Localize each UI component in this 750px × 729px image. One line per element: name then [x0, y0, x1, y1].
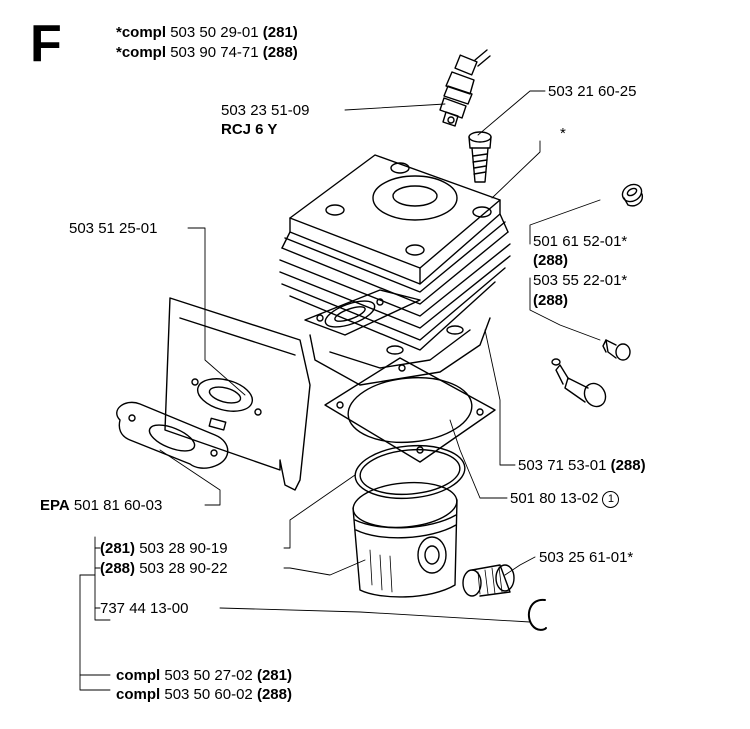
cylinder-mark: * — [560, 125, 566, 142]
spark-plug-drawing — [439, 49, 491, 127]
needle-bearing-drawing — [462, 564, 515, 597]
decompression-valve-label: 503 71 53-01 (288) — [518, 457, 646, 474]
circlip-part-number: 737 44 13-00 — [100, 600, 189, 617]
exhaust-gasket-label: EPA 501 81 60-03 — [40, 497, 163, 514]
compl-281-label: compl 503 50 27-02 (281) — [116, 667, 292, 684]
heat-shield-drawing — [164, 297, 311, 491]
piston-ring-drawing — [354, 444, 466, 500]
plug-drawing — [621, 183, 643, 207]
heat-shield-part-number: 503 51 25-01 — [69, 220, 158, 237]
header-line-1: *compl 503 50 29-01 (281) — [116, 24, 298, 41]
piston-281-label: (281) 503 28 90-19 — [100, 540, 228, 557]
section-letter: F — [30, 15, 62, 73]
leader-lines — [79, 90, 601, 691]
piston-288-label: (288) 503 28 90-22 — [100, 560, 228, 577]
needle-bearing-part-number: 503 25 61-01* — [539, 549, 634, 566]
screw-part-number: 503 21 60-25 — [548, 83, 637, 100]
circlip-drawing — [527, 598, 547, 631]
piston-drawing — [352, 481, 458, 598]
screw-drawing — [468, 131, 492, 183]
valve-screw-part-number: 503 55 22-01* — [533, 272, 628, 289]
spark-plug-type: RCJ 6 Y — [221, 121, 278, 138]
valve-screw-model: (288) — [533, 292, 569, 309]
spark-plug-part-number: 503 23 51-09 — [221, 102, 310, 119]
plug-part-number: 501 61 52-01* — [533, 233, 628, 250]
compl-288-label: compl 503 50 60-02 (288) — [116, 686, 292, 703]
decompression-valve-drawing — [551, 358, 607, 408]
valve-screw-drawing — [602, 339, 631, 361]
header-line-2: *compl 503 90 74-71 (288) — [116, 44, 298, 61]
circled-note-marker: 1 — [602, 491, 620, 508]
plug-model: (288) — [533, 252, 569, 269]
exhaust-gasket-drawing — [116, 401, 229, 469]
cylinder-drawing — [279, 154, 511, 386]
